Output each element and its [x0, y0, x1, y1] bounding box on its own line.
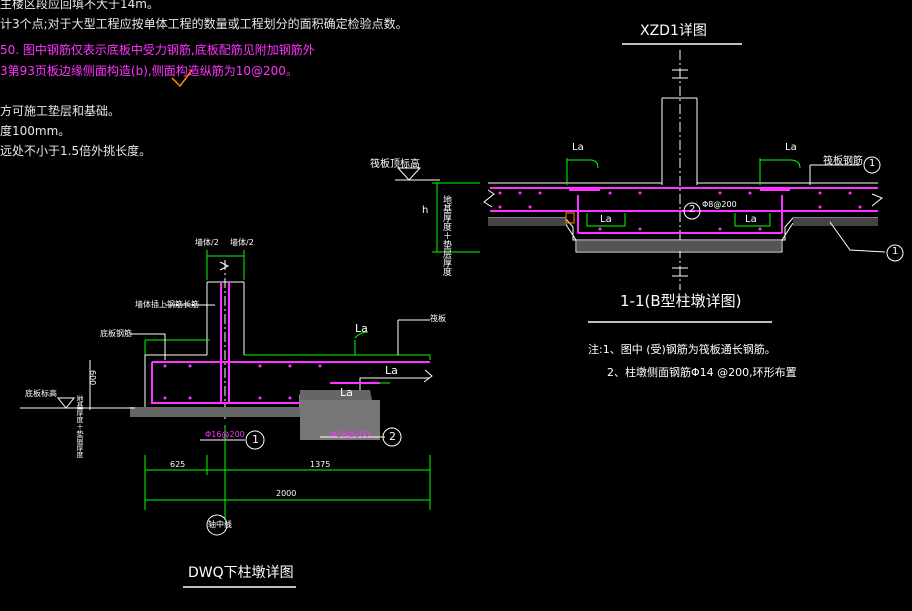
note-line-4: 3第93页板边缘侧面构造(b),侧面构造纵筋为10@200。	[0, 64, 298, 78]
dwq-dim-600: 600	[88, 370, 97, 386]
dwq-title: DWQ下柱墩详图	[188, 565, 294, 581]
note-line-7: 远处不小于1.5倍外挑长度。	[0, 144, 152, 158]
note-line-2: 计3个点;对于大型工程应按单体工程的数量或工程划分的面积确定检验点数。	[0, 17, 408, 31]
dwq-marker-1: 1	[252, 433, 259, 446]
xzd1-marker-1: 1	[869, 158, 876, 169]
xzd1-la-3: La	[600, 214, 612, 225]
dwq-marker-2: 2	[389, 430, 396, 443]
section11-title: 1-1(B型柱墩详图)	[620, 292, 742, 310]
dwq-wall-rebar-label: 墙体插上钢筋长筋	[135, 300, 199, 309]
dwq-slab-label: 筏板	[430, 314, 446, 323]
xzd1-la-2: La	[785, 142, 797, 153]
section11-note-2: 2、柱墩侧面钢筋Φ14 @200,环形布置	[607, 366, 797, 379]
xzd1-title: XZD1详图	[640, 23, 707, 39]
dwq-dim-1375: 1375	[310, 460, 331, 469]
dwq-dim-625: 625	[170, 460, 186, 469]
note-line-6: 度100mm。	[0, 124, 71, 138]
dwq-elev-label: 底板标高	[25, 389, 57, 398]
dwq-rebar-1: Φ16@200	[205, 430, 245, 439]
xzd1-vertical-label: 地基厚度＋垫层厚度	[441, 195, 451, 276]
dwq-dim-2000: 2000	[276, 489, 297, 498]
note-line-1: 主楼区段应回填不大于14m。	[0, 0, 159, 11]
dwq-rebar-2: Φ16@200	[330, 430, 370, 439]
xzd1-la-1: La	[572, 142, 584, 153]
xzd1-slab-rebar-label: 筏板钢筋	[823, 156, 863, 167]
dwq-half-right-label: 墙体/2	[230, 238, 254, 247]
xzd1-slab-top-label: 筏板顶标高	[370, 159, 420, 170]
note-line-5: 方可施工垫层和基础。	[0, 104, 121, 118]
xzd1-dim-h: h	[422, 205, 429, 216]
section11-note-1: 注:1、图中 (受)钢筋为筏板通长钢筋。	[588, 343, 776, 356]
dwq-la-3: La	[340, 386, 353, 399]
xzd1-detail	[395, 43, 904, 323]
dwq-vertical-label: 地基厚度＋垫层厚度	[76, 395, 84, 458]
dwq-la-1: La	[355, 322, 368, 335]
check-mark-icon	[171, 69, 193, 88]
dwq-axis-label: 轴中线	[208, 520, 232, 529]
note-line-3: 50. 图中钢筋仅表示底板中受力钢筋,底板配筋见附加钢筋外	[0, 43, 315, 57]
dwq-la-2: La	[385, 364, 398, 377]
dwq-half-left-label: 墙体/2	[195, 238, 219, 247]
dwq-slab-rebar-label: 底板钢筋	[100, 329, 132, 338]
xzd1-la-4: La	[745, 214, 757, 225]
xzd1-rebar-note: Φ8@200	[702, 200, 737, 209]
xzd1-marker-3: 1	[892, 246, 899, 257]
xzd1-marker-2: 2	[689, 204, 696, 215]
dwq-detail	[20, 250, 433, 588]
